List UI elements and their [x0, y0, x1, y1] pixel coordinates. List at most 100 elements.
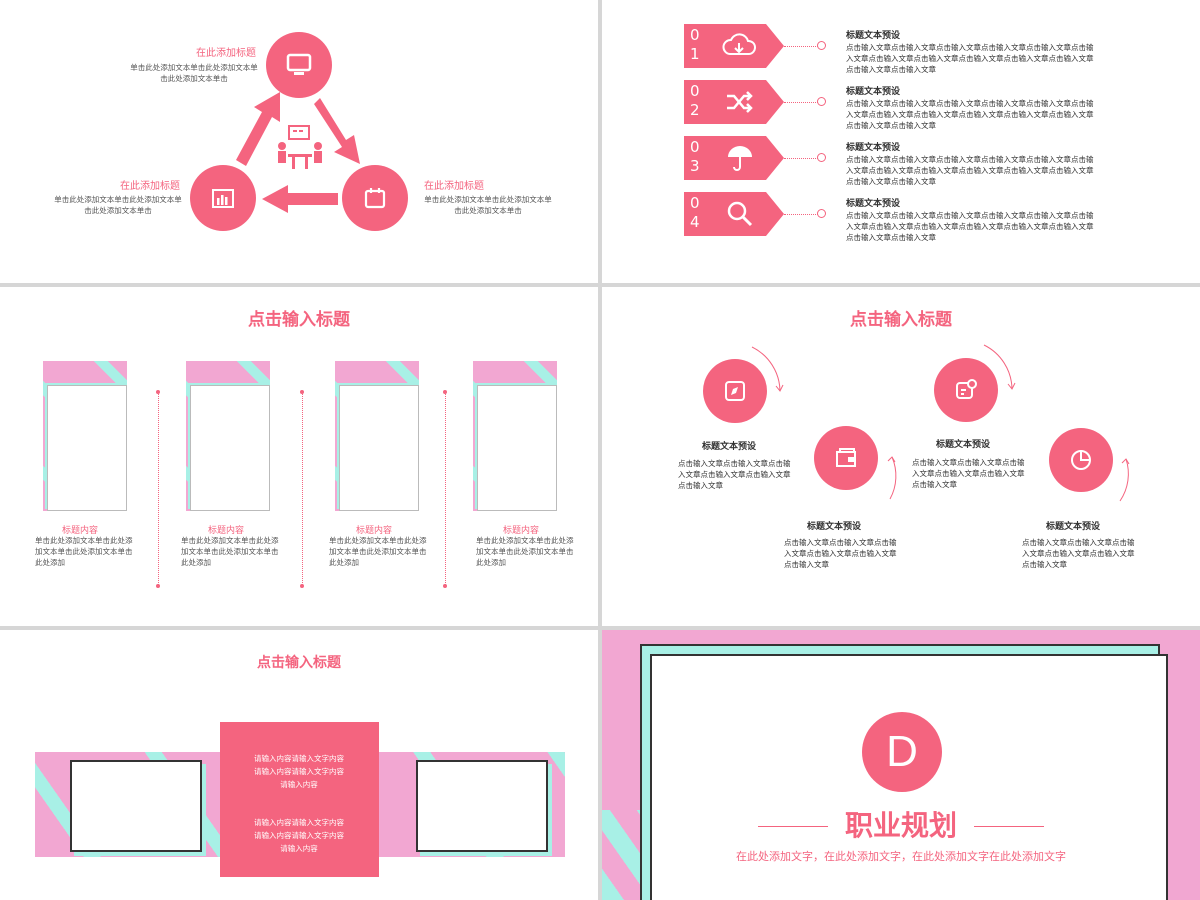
- slide-four-circles[interactable]: 点击输入标题 标题文本预设 点击输入文章点击输入文章点击输入文章点击输入文章点击…: [602, 287, 1200, 626]
- compass-node: [703, 359, 767, 423]
- item-text: 点击输入文章点击输入文章点击输入文章点击输入文章点击输入文章点击输入文章: [784, 538, 897, 569]
- connector-line: [784, 214, 818, 215]
- badge-letter: D: [886, 727, 918, 776]
- divider-dot: [300, 584, 304, 588]
- divider-dot: [443, 584, 447, 588]
- item-text: 点击输入文章点击输入文章点击输入文章点击输入文章点击输入文章点击输入文章: [678, 459, 791, 490]
- picture-frame: [186, 361, 270, 511]
- letter-badge: D: [862, 712, 942, 792]
- connector-line: [784, 46, 818, 47]
- center-panel: [220, 722, 379, 877]
- bar-chart-icon: [212, 189, 234, 208]
- tag-number: 0 4: [690, 194, 700, 231]
- chart-node: [190, 165, 256, 231]
- calendar-icon: [364, 188, 386, 209]
- col-label: 标题内容: [208, 526, 245, 536]
- connector-dot: [817, 209, 826, 218]
- left-node-text: 单击此处添加文本单击此处添加文本单击此处添加文本单击: [54, 195, 182, 215]
- connector-dot: [817, 97, 826, 106]
- item-text: 点击输入文章点击输入文章点击输入文章点击输入文章点击输入文章点击输入文章点击输入…: [846, 99, 1094, 130]
- slide-four-frames[interactable]: 点击输入标题 标题内容 单击此处添加文本单击此处添加文本单击此处添加文本单击此处…: [0, 287, 598, 626]
- item-title: 标题文本预设: [936, 440, 991, 450]
- title-rule-right: [974, 826, 1044, 827]
- col-text: 单击此处添加文本单击此处添加文本单击此处添加文本单击此处添加: [181, 536, 279, 567]
- left-node-title: 在此添加标题: [120, 181, 180, 192]
- slide-title: 点击输入标题: [257, 655, 341, 671]
- corner-stripe: [602, 810, 642, 900]
- pie-chart-icon: [1071, 450, 1091, 470]
- picture-frame-right: [416, 760, 548, 852]
- divider-dot: [300, 390, 304, 394]
- picture-frame-left: [70, 760, 202, 852]
- picture-frame: [335, 361, 419, 511]
- item-title: 标题文本预设: [1046, 522, 1101, 532]
- chat-node: [934, 358, 998, 422]
- tag-number: 0 1: [690, 26, 700, 63]
- right-node-title: 在此添加标题: [424, 181, 484, 192]
- col-label: 标题内容: [356, 526, 393, 536]
- item-title: 标题文本预设: [846, 199, 901, 209]
- divider-line: [445, 391, 446, 587]
- monitor-node: [266, 32, 332, 98]
- tag-03: [684, 136, 784, 180]
- tag-04: [684, 192, 784, 236]
- col-text: 单击此处添加文本单击此处添加文本单击此处添加文本单击此处添加: [476, 536, 574, 567]
- panel-text-2: 请输入内容请输入文字内容请输入内容请输入文字内容请输入内容: [254, 818, 344, 853]
- item-title: 标题文本预设: [846, 87, 901, 97]
- panel-text-1: 请输入内容请输入文字内容请输入内容请输入文字内容请输入内容: [254, 754, 344, 789]
- connector-dot: [817, 153, 826, 162]
- wallet-node: [814, 426, 878, 490]
- shuffle-icon: [727, 91, 753, 113]
- col-text: 单击此处添加文本单击此处添加文本单击此处添加文本单击此处添加: [329, 536, 427, 567]
- item-text: 点击输入文章点击输入文章点击输入文章点击输入文章点击输入文章点击输入文章点击输入…: [846, 211, 1094, 242]
- item-title: 标题文本预设: [702, 442, 757, 452]
- item-text: 点击输入文章点击输入文章点击输入文章点击输入文章点击输入文章点击输入文章: [912, 458, 1025, 489]
- cycle-arrows: [236, 92, 360, 213]
- tag-number: 0 3: [690, 138, 700, 175]
- compass-icon: [725, 381, 745, 401]
- monitor-icon: [286, 53, 312, 75]
- connector-line: [784, 158, 818, 159]
- divider-dot: [156, 390, 160, 394]
- umbrella-icon: [728, 146, 752, 171]
- slide-title: 点击输入标题: [248, 310, 350, 330]
- picture-frame: [473, 361, 557, 511]
- divider-dot: [156, 584, 160, 588]
- picture-frame: [43, 361, 127, 511]
- item-title: 标题文本预设: [846, 31, 901, 41]
- cloud-download-icon: [722, 33, 756, 55]
- slide-center-panel[interactable]: 点击输入标题 请输入内容请输入文字内容请输入内容请输入文字内容请输入内容 请输入…: [0, 630, 598, 900]
- cover-subtitle: 在此处添加文字，在此处添加文字，在此处添加文字在此处添加文字: [736, 850, 1066, 863]
- divider-line: [158, 391, 159, 587]
- item-title: 标题文本预设: [807, 522, 862, 532]
- divider-line: [302, 391, 303, 587]
- top-node-title: 在此添加标题: [196, 48, 256, 59]
- right-node-text: 单击此处添加文本单击此处添加文本单击此处添加文本单击: [424, 195, 552, 215]
- wallet-icon: [836, 448, 856, 467]
- slide-cover[interactable]: D 职业规划 在此处添加文字，在此处添加文字，在此处添加文字在此处添加文字: [602, 630, 1200, 900]
- slide-cycle[interactable]: 在此添加标题 单击此处添加文本单击此处添加文本单击此处添加文本单击 在此添加标题…: [0, 0, 598, 283]
- pie-node: [1049, 428, 1113, 492]
- top-node-text: 单击此处添加文本单击此处添加文本单击此处添加文本单击: [130, 63, 258, 83]
- col-text: 单击此处添加文本单击此处添加文本单击此处添加文本单击此处添加: [35, 536, 133, 567]
- col-label: 标题内容: [503, 526, 540, 536]
- tag-number: 0 2: [690, 82, 700, 119]
- item-text: 点击输入文章点击输入文章点击输入文章点击输入文章点击输入文章点击输入文章: [1022, 538, 1135, 569]
- curved-arrows: [751, 344, 1130, 502]
- item-title: 标题文本预设: [846, 143, 901, 153]
- slide-numbered-list[interactable]: 0 1 标题文本预设 点击输入文章点击输入文章点击输入文章点击输入文章点击输入文…: [602, 0, 1200, 283]
- item-text: 点击输入文章点击输入文章点击输入文章点击输入文章点击输入文章点击输入文章点击输入…: [846, 155, 1094, 186]
- cover-title: 职业规划: [844, 809, 957, 842]
- col-label: 标题内容: [62, 526, 99, 536]
- title-rule-left: [758, 826, 828, 827]
- connector-dot: [817, 41, 826, 50]
- tag-02: [684, 80, 784, 124]
- calendar-node: [342, 165, 408, 231]
- tag-01: [684, 24, 784, 68]
- meeting-icon: [278, 125, 322, 169]
- search-icon: [727, 201, 753, 227]
- connector-line: [784, 102, 818, 103]
- chat-settings-icon: [956, 379, 977, 399]
- divider-dot: [443, 390, 447, 394]
- item-text: 点击输入文章点击输入文章点击输入文章点击输入文章点击输入文章点击输入文章点击输入…: [846, 43, 1094, 74]
